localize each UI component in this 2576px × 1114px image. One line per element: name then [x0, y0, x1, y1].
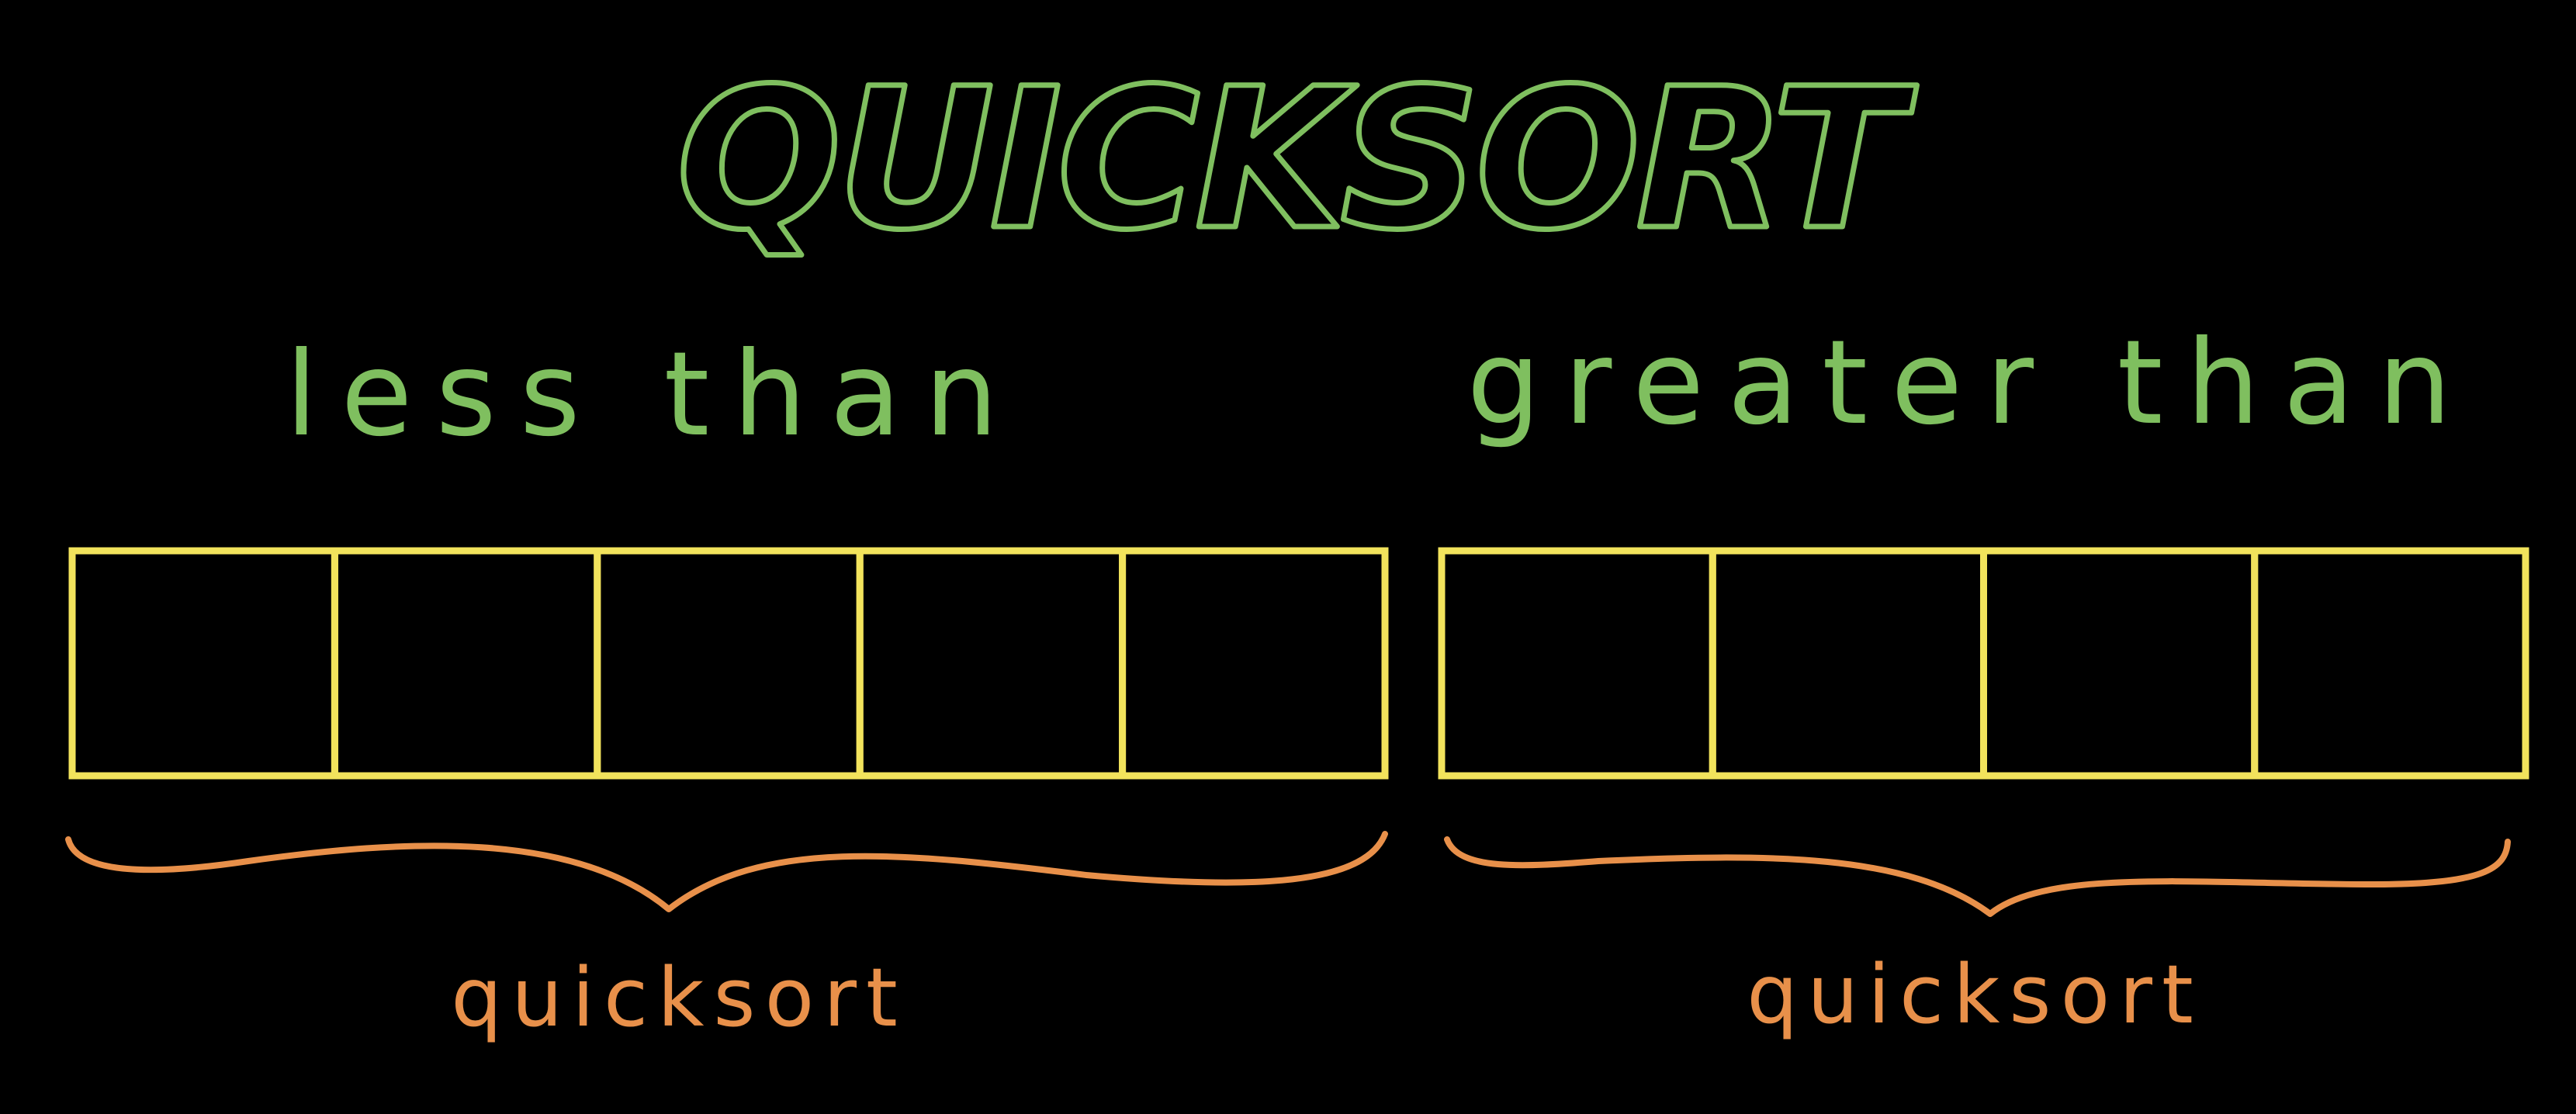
left-brace-label: quicksort: [451, 950, 907, 1045]
greater-than-cell-4: [2251, 547, 2529, 780]
less-than-cell-4: [856, 547, 1127, 780]
less-than-cell-3: [594, 547, 864, 780]
less-than-cell-5: [1119, 547, 1389, 780]
right-brace-label: quicksort: [1747, 947, 2203, 1042]
greater-than-label: greater than: [1466, 316, 2474, 451]
greater-than-array: [1438, 547, 2529, 780]
greater-than-cell-1: [1438, 547, 1716, 780]
diagram-title: QUICKSORT: [677, 47, 1918, 272]
greater-than-cell-2: [1709, 547, 1987, 780]
less-than-label: less than: [286, 327, 1022, 462]
less-than-cell-1: [68, 547, 338, 780]
less-than-array: [68, 547, 1389, 780]
greater-than-cell-3: [1980, 547, 2259, 780]
left-curly-brace: [65, 831, 1388, 912]
right-curly-brace: [1444, 836, 2511, 917]
less-than-cell-2: [331, 547, 601, 780]
